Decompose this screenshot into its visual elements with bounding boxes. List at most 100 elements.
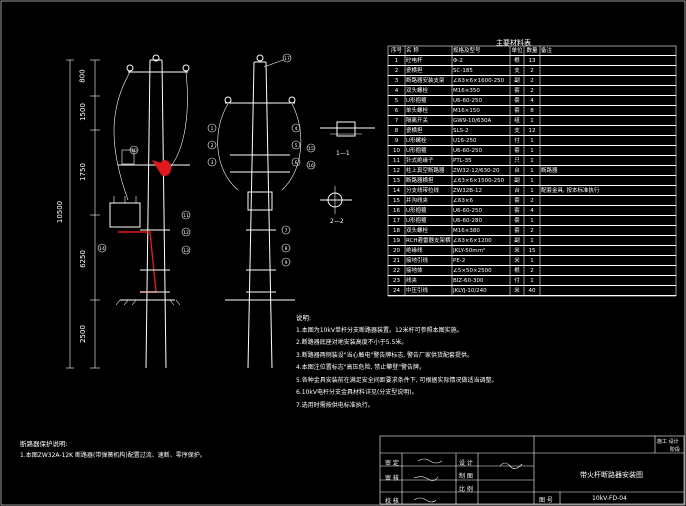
table-cell: 5 [394,98,399,104]
callout-number: 13 [183,248,189,254]
table-cell: ∠63×6×1500-250 [453,178,505,184]
table-cell: 12 [528,128,536,134]
table-cell: 断路器 [541,168,558,174]
table-cell: U6-60-250 [453,148,482,154]
section-details [320,121,375,214]
section-label-1: 1—1 [336,150,350,157]
table-cell: 2 [530,68,534,74]
table-cell: 付 [514,138,520,144]
table-cell: ∠5×50×2500 [453,268,492,274]
table-cell: 15 [393,198,400,204]
table-cell: M16×350 [453,88,480,94]
table-cell: 8 [530,108,534,114]
table-cell: 绝缘线 [406,248,423,254]
callout-number: 17 [284,56,290,62]
table-cell: U形抱箍 [406,98,427,104]
table-cell: 线夹 [406,278,418,284]
table-cell: ∠63×6×1600-250 [453,78,505,84]
table-cell: 套 [514,108,520,114]
figure-label: 图 号 [539,497,553,504]
table-cell: U6-60-280 [453,218,482,224]
table-cell: 分支线带拉线 [406,188,440,194]
callout-number: 14 [99,246,105,252]
tb-corner-top: 施工 设计 [657,439,679,445]
table-cell: U形抱箍 [406,218,427,224]
table-cell: SC-185 [453,68,473,74]
table-cell: 组 [514,118,520,124]
table-cell: 24 [393,288,400,294]
table-cell: 4 [530,208,534,214]
table-cell: 1 [530,168,534,174]
table-cell: 16 [393,208,400,214]
tb-label-draw: 制 图 [459,473,473,480]
table-cell: 套 [514,208,520,214]
table-cell: 断路器安装支架 [406,78,445,84]
table-cell: 2 [530,228,534,234]
note-item: 2.断路器底座对地安装高度不小于5.5米。 [296,339,408,346]
table-cell: GW9-10/630A [453,118,492,124]
material-table-grid [387,45,677,297]
signature-2 [413,476,439,481]
table-cell: 断路器横担 [406,178,434,184]
table-cell: 接地体 [406,268,423,274]
note-item: 7.选用时需按供电标准执行。 [296,401,374,409]
table-cell: 支 [514,68,520,74]
figure-number: 10kV-FD-04 [592,495,627,502]
callout-bubbles [97,53,316,267]
table-cell: 双头螺栓 [406,228,429,234]
dim-label: 6250 [78,250,87,268]
table-cell: U形抱箍 [406,148,427,154]
table-cell: 套 [514,198,520,204]
table-cell: 23 [393,278,400,284]
protection-note: 断路器保护说明: 1.本图ZW32A-12K 断路器(带弹簧机构)配置过流、速断… [20,438,206,462]
dim-label: 1750 [78,163,87,181]
table-cell: 米 [514,288,520,294]
left-elevation-view [66,54,190,369]
table-cell: 台 [514,168,520,174]
table-cell: M16×150 [453,108,480,114]
table-cell: M16×380 [453,228,480,234]
table-cell: 1 [530,138,534,144]
table-cell: 只 [514,158,520,164]
table-cell: 6 [394,108,399,114]
table-cell: 2 [394,68,399,74]
table-cell: 13 [528,58,536,64]
table-cell: 2 [530,88,534,94]
table-cell: 1 [394,58,399,64]
table-cell: 接地引线 [406,258,429,264]
protection-text: 1.本图ZW32A-12K 断路器(带弹簧机构)配置过流、速断、零序保护。 [20,452,206,459]
tb-label-review: 审 核 [385,475,399,482]
dim-label: 800 [78,69,87,83]
table-cell: 支 [514,128,520,134]
table-cell: JKLYJ-10/240 [453,288,487,294]
table-cell: 备注 [541,48,553,54]
table-cell: 并沟线夹 [406,198,429,204]
table-cell: U形螺栓 [406,138,427,144]
table-cell: 砼电杆 [406,58,423,64]
table-cell: 1 [530,258,534,264]
table-cell: 双头螺栓 [406,88,429,94]
table-cell: 套 [514,228,520,234]
callout-number: 9 [285,260,288,266]
table-cell: 根 [514,58,520,64]
middle-elevation-view [217,54,302,369]
table-cell: 套 [514,98,520,104]
table-cell: 2 [530,198,534,204]
dim-label: 1500 [78,103,87,121]
